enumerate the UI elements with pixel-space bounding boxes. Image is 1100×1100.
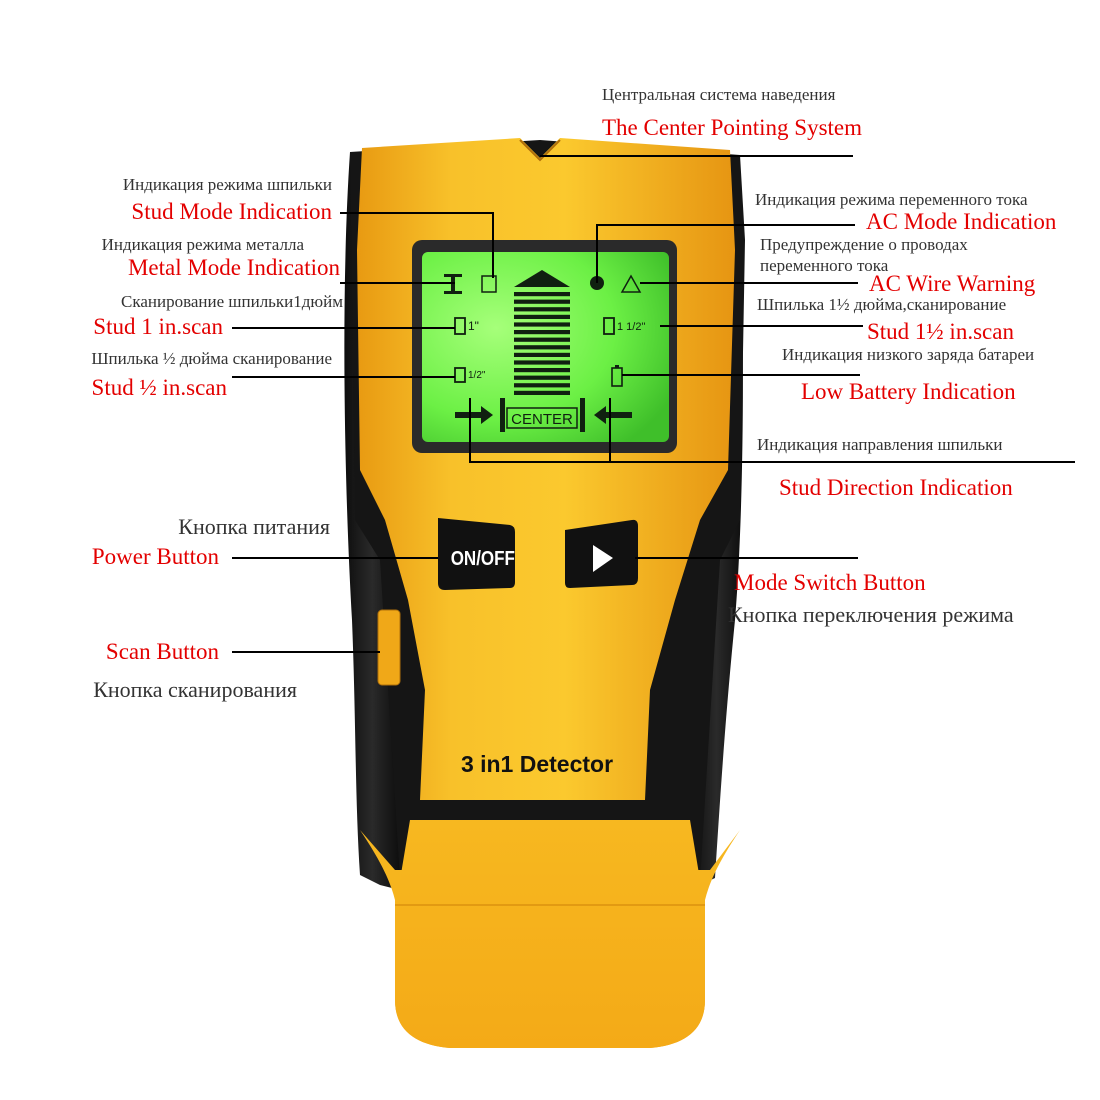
label-scan-ru: Кнопка сканирования: [93, 677, 297, 702]
label-stud-half-ru: Шпилька ½ дюйма сканирование: [91, 349, 332, 368]
stud-1in-lcd-icon: [454, 317, 466, 335]
line-stud-direction: [469, 398, 1075, 463]
lcd-bargraph: [514, 292, 570, 395]
label-stud-1in-ru: Сканирование шпильки1дюйм: [120, 292, 343, 311]
stud-half-icon-text: 1/2": [468, 370, 486, 381]
bargraph-segment: [514, 360, 570, 365]
label-stud-1half-en: Stud 1½ in.scan: [867, 319, 1014, 344]
leader-lines: [232, 155, 1075, 653]
label-stud-1in-en: Stud 1 in.scan: [93, 314, 223, 339]
up-arrow-indicator: [514, 270, 570, 287]
label-low-battery-ru: Индикация низкого заряда батареи: [782, 345, 1035, 364]
bargraph-segment: [514, 330, 570, 335]
center-marker-left: [500, 398, 505, 432]
stud-1half-icon-text: 1 1/2": [617, 321, 645, 333]
label-stud-1half-ru: Шпилька 1½ дюйма,сканирование: [757, 295, 1007, 314]
bargraph-segment: [514, 299, 570, 304]
label-ac-warning-en: AC Wire Warning: [869, 271, 1036, 296]
label-center-pointing-en: The Center Pointing System: [602, 115, 863, 140]
label-ac-warning-ru-1: Предупреждение о проводах: [760, 235, 968, 254]
label-ac-mode-ru: Индикация режима переменного тока: [755, 190, 1028, 209]
label-stud-direction-ru: Индикация направления шпильки: [757, 435, 1003, 454]
label-power-en: Power Button: [91, 544, 219, 569]
ac-warning-lcd-icon: [620, 274, 642, 293]
line-stud-mode: [340, 212, 494, 278]
play-arrow-icon: [593, 545, 613, 572]
label-mode-switch-ru: Кнопка переключения режима: [728, 602, 1014, 627]
label-stud-half-en: Stud ½ in.scan: [91, 375, 227, 400]
label-ac-mode-en: AC Mode Indication: [866, 209, 1057, 234]
label-metal-mode-ru: Индикация режима металла: [101, 235, 304, 254]
bargraph-segment: [514, 337, 570, 342]
label-stud-mode-en: Stud Mode Indication: [131, 199, 332, 224]
stud-1in-icon-text: 1": [468, 319, 479, 333]
bargraph-segment: [514, 375, 570, 380]
stud-half-lcd-icon: [454, 367, 466, 383]
center-label: CENTER: [511, 411, 573, 428]
center-label-box: [506, 407, 578, 429]
bargraph-segment: [514, 292, 570, 297]
scan-button-shape: [377, 609, 401, 686]
bargraph-segment: [514, 368, 570, 373]
bargraph-segment: [514, 314, 570, 319]
center-notch: [519, 139, 561, 162]
left-direction-arrow: [455, 406, 493, 424]
label-power-ru: Кнопка питания: [178, 514, 330, 539]
bargraph-segment: [514, 345, 570, 350]
lower-body-panel: [395, 820, 705, 1048]
on-off-button-shape: [438, 518, 515, 590]
label-ac-warning-ru-2: переменного тока: [760, 256, 889, 275]
label-low-battery-en: Low Battery Indication: [801, 379, 1016, 404]
product-name: 3 in1 Detector: [461, 751, 613, 777]
bargraph-segment: [514, 352, 570, 357]
label-mode-switch-en: Mode Switch Button: [734, 570, 926, 595]
stud-1half-lcd-icon: [603, 317, 615, 335]
bargraph-segment: [514, 390, 570, 395]
label-stud-direction-en: Stud Direction Indication: [779, 475, 1013, 500]
line-ac-mode: [596, 224, 855, 283]
bargraph-segment: [514, 322, 570, 327]
label-center-pointing-ru: Центральная система наведения: [602, 85, 836, 104]
metal-mode-lcd-icon: [481, 275, 497, 293]
bargraph-segment: [514, 383, 570, 388]
on-off-label: ON/OFF: [451, 547, 515, 570]
center-marker-right: [580, 398, 585, 432]
bargraph-segment: [514, 307, 570, 312]
label-stud-mode-ru: Индикация режима шпильки: [122, 175, 332, 194]
right-direction-arrow: [594, 406, 632, 424]
label-metal-mode-en: Metal Mode Indication: [127, 255, 340, 280]
label-scan-en: Scan Button: [105, 639, 219, 664]
